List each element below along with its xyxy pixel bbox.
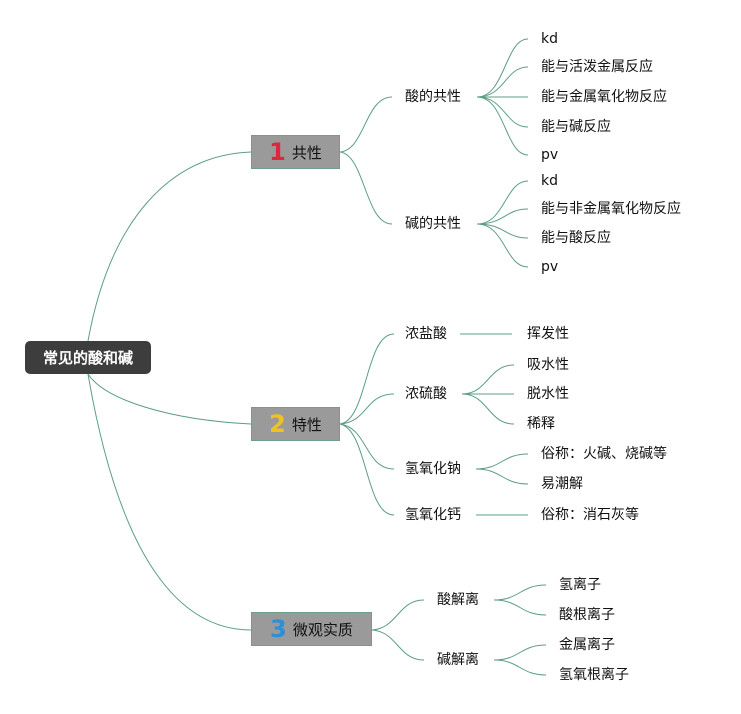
leaf-item[interactable]: 稀释 — [527, 416, 555, 432]
leaf-item[interactable]: pv — [541, 259, 559, 275]
leaf-item[interactable]: 氢离子 — [559, 577, 601, 593]
leaf-item[interactable]: pv — [541, 147, 559, 163]
root-node[interactable]: 常见的酸和碱 — [25, 341, 151, 374]
leaf-item[interactable]: 易潮解 — [541, 476, 583, 492]
root-label: 常见的酸和碱 — [42, 349, 133, 367]
category-number: 1 — [269, 138, 286, 166]
category-properties[interactable]: 2 特性 — [251, 407, 340, 441]
leaf-item[interactable]: 能与非金属氧化物反应 — [541, 201, 681, 217]
group-h2so4[interactable]: 浓硫酸 — [405, 386, 447, 402]
leaf-item[interactable]: 能与酸反应 — [541, 230, 611, 246]
category-common[interactable]: 1 共性 — [251, 135, 340, 169]
leaf-item[interactable]: 俗称：火碱、烧碱等 — [541, 446, 667, 462]
leaf-item[interactable]: 脱水性 — [527, 386, 569, 402]
category-label: 共性 — [291, 143, 322, 162]
leaf-item[interactable]: 金属离子 — [559, 637, 615, 653]
leaf-item[interactable]: kd — [541, 31, 558, 47]
group-acid-common[interactable]: 酸的共性 — [405, 89, 461, 105]
group-acid-ion[interactable]: 酸解离 — [437, 592, 479, 608]
leaf-item[interactable]: 能与金属氧化物反应 — [541, 89, 667, 105]
leaf-item[interactable]: 能与活泼金属反应 — [541, 59, 653, 75]
leaf-item[interactable]: 俗称：消石灰等 — [541, 507, 639, 523]
group-caoh[interactable]: 氢氧化钙 — [405, 507, 461, 523]
leaf-item[interactable]: 吸水性 — [527, 357, 569, 373]
group-naoh[interactable]: 氢氧化钠 — [405, 461, 461, 477]
category-label: 特性 — [291, 415, 322, 434]
leaf-item[interactable]: 氢氧根离子 — [559, 667, 629, 683]
category-number: 2 — [269, 410, 286, 438]
group-hcl[interactable]: 浓盐酸 — [405, 326, 447, 342]
category-number: 3 — [270, 615, 287, 643]
leaf-item[interactable]: 挥发性 — [527, 326, 569, 342]
leaf-item[interactable]: 酸根离子 — [559, 607, 615, 623]
category-label: 微观实质 — [292, 620, 353, 639]
group-base-common[interactable]: 碱的共性 — [405, 216, 461, 232]
leaf-item[interactable]: kd — [541, 173, 558, 189]
leaf-item[interactable]: 能与碱反应 — [541, 119, 611, 135]
group-base-ion[interactable]: 碱解离 — [437, 652, 479, 668]
category-micro[interactable]: 3 微观实质 — [251, 612, 372, 646]
